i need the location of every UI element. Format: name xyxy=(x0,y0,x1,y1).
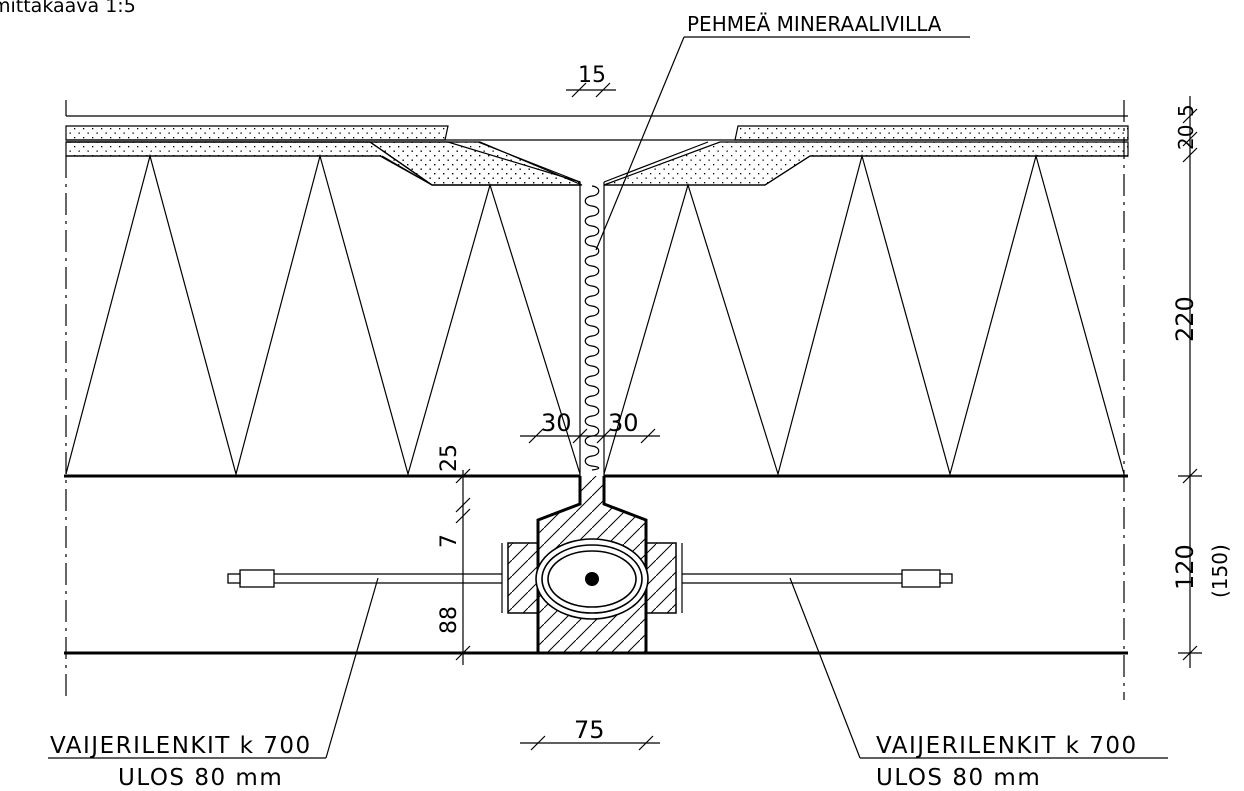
dim-left-upper: 25 xyxy=(437,444,462,472)
insulation-zigzag-left xyxy=(65,153,581,477)
scale-label: mittakaava 1:5 xyxy=(0,0,136,17)
dim-right-bottom: 120 xyxy=(1171,544,1199,590)
dim-bottom: 75 xyxy=(574,716,605,744)
left-callout-line1: VAIJERILENKIT k 700 xyxy=(50,733,312,759)
right-callout-line2: ULOS 80 mm xyxy=(876,765,1041,791)
dim-right-top: 20 xyxy=(1174,125,1198,150)
right-callout-line1: VAIJERILENKIT k 700 xyxy=(876,733,1138,759)
dim-left-lower: 88 xyxy=(437,606,462,634)
dim-right-bottom-paren: (150) xyxy=(1208,544,1232,598)
insulation-zigzag-right xyxy=(603,153,1125,477)
dim-center-right: 30 xyxy=(608,409,639,437)
dimension-lines xyxy=(455,82,1202,751)
mineral-wool-label: PEHMEÄ MINERAALIVILLA xyxy=(687,12,942,36)
dim-right-middle: 220 xyxy=(1171,296,1199,342)
dim-center-left: 30 xyxy=(541,409,572,437)
dim-top-gap: 15 xyxy=(578,63,606,88)
wire-loops xyxy=(227,538,953,620)
leader-lines xyxy=(48,36,1168,759)
left-callout-line2: ULOS 80 mm xyxy=(118,765,283,791)
dim-left-mid: 7 xyxy=(437,534,462,548)
top-slab xyxy=(65,100,1129,186)
dim-right-top-small: 5 xyxy=(1174,104,1198,117)
